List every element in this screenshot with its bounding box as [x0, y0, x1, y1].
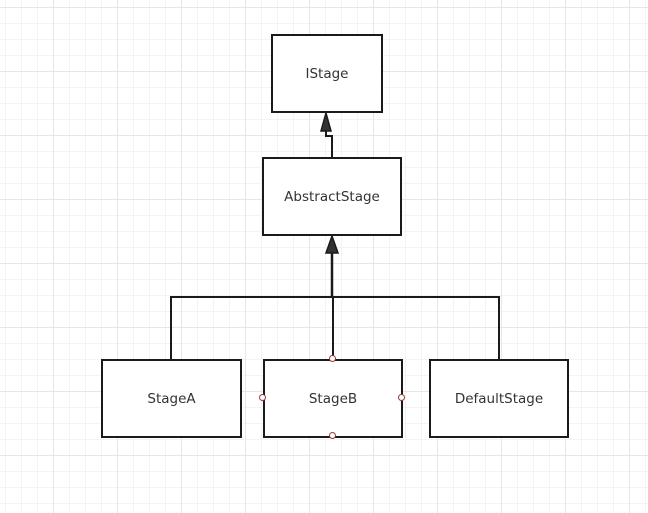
connection-handle-right[interactable] [398, 394, 405, 401]
edge-defaultstage-to-bus[interactable] [332, 296, 500, 359]
class-label-istage: IStage [305, 65, 349, 82]
class-node-stagea[interactable]: StageA [101, 359, 242, 438]
connection-handle-left[interactable] [259, 394, 266, 401]
edge-stagea-to-bus[interactable] [170, 296, 332, 359]
edge-abstractstage-to-istage[interactable] [325, 131, 333, 157]
connection-handle-top[interactable] [329, 355, 336, 362]
class-node-defaultstage[interactable]: DefaultStage [429, 359, 569, 438]
arrowhead-istage [320, 110, 332, 132]
class-label-stagea: StageA [147, 390, 196, 407]
class-label-defaultstage: DefaultStage [454, 390, 544, 407]
class-label-abstractstage: AbstractStage [284, 188, 380, 205]
connection-handle-bottom[interactable] [329, 432, 336, 439]
class-node-istage[interactable]: IStage [271, 34, 383, 113]
class-label-stageb: StageB [308, 390, 358, 407]
class-node-abstractstage[interactable]: AbstractStage [262, 157, 402, 236]
class-node-stageb[interactable]: StageB [263, 359, 403, 438]
arrowhead-abstractstage [324, 233, 340, 254]
